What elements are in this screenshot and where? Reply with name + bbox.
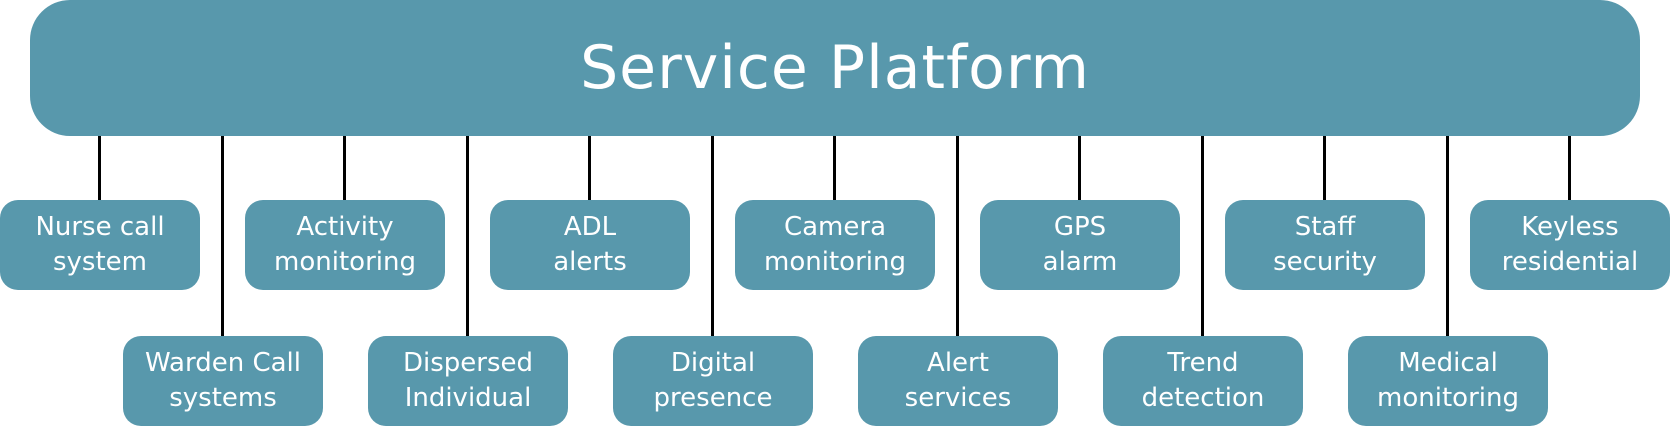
service-label-line2: alerts <box>553 247 627 277</box>
connector-trend-detection <box>1201 136 1204 336</box>
service-box-activity-monitoring: Activity monitoring <box>245 200 445 290</box>
service-box-camera-monitoring: Camera monitoring <box>735 200 935 290</box>
service-label-line1: Trend <box>1167 348 1239 378</box>
service-label-line1: Activity <box>296 212 394 242</box>
service-label-line2: monitoring <box>764 247 906 277</box>
service-box-nurse-call: Nurse call system <box>0 200 200 290</box>
connector-camera-monitoring <box>833 136 836 200</box>
service-label-line1: Medical <box>1398 348 1498 378</box>
service-label-line2: presence <box>653 383 773 413</box>
service-label-line2: services <box>904 383 1012 413</box>
connector-alert-services <box>956 136 959 336</box>
connector-keyless-residential <box>1568 136 1571 200</box>
service-box-adl-alerts: ADL alerts <box>490 200 690 290</box>
service-label-line1: GPS <box>1053 212 1107 242</box>
service-label-line1: Digital <box>670 348 756 378</box>
service-box-dispersed-individual: Dispersed Individual <box>368 336 568 426</box>
service-box-digital-presence: Digital presence <box>613 336 813 426</box>
service-label-line2: detection <box>1141 383 1265 413</box>
connector-digital-presence <box>711 136 714 336</box>
connector-activity-monitoring <box>343 136 346 200</box>
service-label-line2: alarm <box>1042 247 1118 277</box>
connector-staff-security <box>1323 136 1326 200</box>
service-box-medical-monitoring: Medical monitoring <box>1348 336 1548 426</box>
service-platform-bar: Service Platform <box>30 0 1640 136</box>
service-label-line2: system <box>53 247 147 277</box>
service-label-line2: monitoring <box>274 247 416 277</box>
connector-gps-alarm <box>1078 136 1081 200</box>
service-label-line1: Camera <box>783 212 887 242</box>
connector-warden-call <box>221 136 224 336</box>
service-label-line2: monitoring <box>1377 383 1519 413</box>
connector-adl-alerts <box>588 136 591 200</box>
service-label-line1: Keyless <box>1521 212 1619 242</box>
connector-nurse-call <box>98 136 101 200</box>
service-box-alert-services: Alert services <box>858 336 1058 426</box>
service-label-line1: Dispersed <box>402 348 534 378</box>
platform-title: Service Platform <box>580 33 1090 103</box>
service-label-line2: Individual <box>404 383 532 413</box>
service-label-line2: residential <box>1501 247 1639 277</box>
service-label-line1: Warden Call <box>145 348 301 378</box>
service-box-keyless-residential: Keyless residential <box>1470 200 1670 290</box>
connector-medical-monitoring <box>1446 136 1449 336</box>
service-label-line2: security <box>1273 247 1377 277</box>
service-label-line1: Nurse call <box>35 212 165 242</box>
service-box-gps-alarm: GPS alarm <box>980 200 1180 290</box>
service-box-staff-security: Staff security <box>1225 200 1425 290</box>
service-label-line1: ADL <box>563 212 617 242</box>
service-label-line2: systems <box>169 383 277 413</box>
service-label-line1: Staff <box>1294 212 1356 242</box>
service-box-warden-call: Warden Call systems <box>123 336 323 426</box>
service-box-trend-detection: Trend detection <box>1103 336 1303 426</box>
service-label-line1: Alert <box>927 348 989 378</box>
connector-dispersed-individual <box>466 136 469 336</box>
